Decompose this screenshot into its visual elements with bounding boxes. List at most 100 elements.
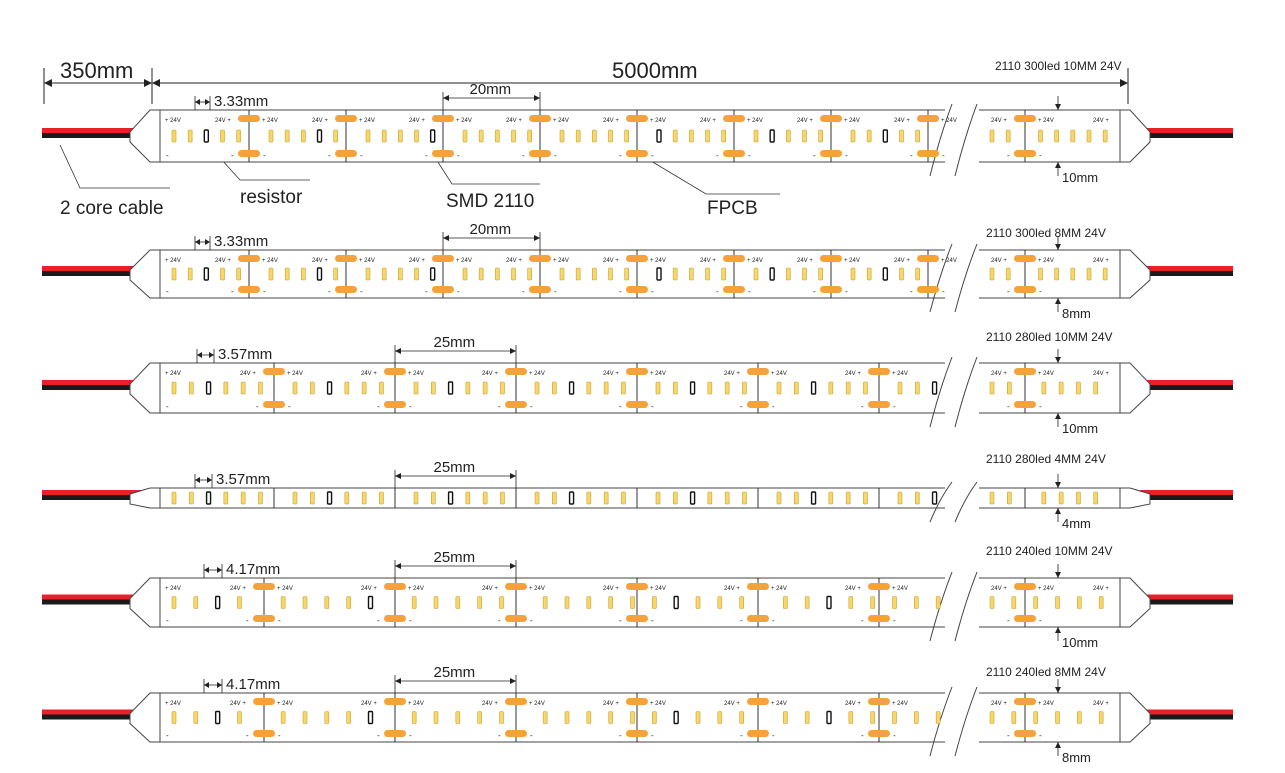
smd-led xyxy=(346,596,351,609)
solder-pad-minus xyxy=(238,286,260,293)
pad-label-right: + 24V xyxy=(771,701,787,707)
pad-label-right: + 24V xyxy=(650,701,666,707)
pitch-arrowhead-right xyxy=(205,239,210,245)
cable-black-right xyxy=(1140,599,1233,605)
pad-label-left: 24V + xyxy=(230,586,246,592)
pad-label-left: 24V + xyxy=(991,258,1007,264)
break-gap xyxy=(945,248,979,300)
minus-mark-right: - xyxy=(263,151,266,160)
pad-label-right: + 24V xyxy=(1038,701,1054,707)
smd-led xyxy=(1011,711,1017,724)
strip-1: 24V ++ 24V--24V ++ 24V--24V ++ 24V--24V … xyxy=(42,59,1233,185)
solder-pad-minus xyxy=(384,401,406,408)
solder-pad-plus xyxy=(820,255,842,262)
strip-body-end xyxy=(974,249,1121,299)
strip-width-label: 10mm xyxy=(1062,421,1098,436)
end-cap-left xyxy=(129,249,161,299)
minus-mark-left: - xyxy=(522,287,525,296)
cut-interval-label: 20mm xyxy=(470,221,512,238)
pad-label-right: + 24V xyxy=(408,586,424,592)
smd-led xyxy=(398,267,403,281)
end-voltage-label: 24V + xyxy=(1093,371,1109,377)
smd-led xyxy=(608,129,613,143)
resistor xyxy=(429,267,436,281)
pad-label-left: 24V + xyxy=(724,701,740,707)
smd-led xyxy=(802,267,807,281)
pad-label-right: + 24V xyxy=(941,258,957,264)
solder-pad-plus xyxy=(626,583,648,590)
smd-led xyxy=(365,129,371,143)
start-voltage-label: + 24V xyxy=(165,118,181,124)
smd-led xyxy=(237,711,242,724)
pad-label-left: 24V + xyxy=(409,258,425,264)
solder-pad-plus xyxy=(384,583,406,590)
minus-mark-right: - xyxy=(530,731,533,740)
start-voltage-label: + 24V xyxy=(165,371,181,377)
pad-label-left: 24V + xyxy=(991,371,1007,377)
smd-led xyxy=(989,491,995,505)
pad-label-right: + 24V xyxy=(277,701,293,707)
pad-label-right: + 24V xyxy=(844,118,860,124)
smd-led xyxy=(495,267,500,281)
minus-mark-right: - xyxy=(893,616,896,625)
cut-dim-arrowhead-right xyxy=(510,563,516,569)
solder-pad-plus xyxy=(747,583,769,590)
smd-led xyxy=(324,711,330,724)
solder-pad-minus xyxy=(1014,730,1036,737)
minus-mark-right: - xyxy=(651,151,654,160)
cable-black-right xyxy=(1140,271,1233,276)
width-arrowhead-bottom xyxy=(1055,413,1061,419)
strip-body-end xyxy=(974,577,1121,628)
end-cap-left xyxy=(129,109,161,163)
smd-led xyxy=(237,596,242,609)
pad-label-right: + 24V xyxy=(553,258,569,264)
smd-led xyxy=(309,381,315,395)
break-line-left xyxy=(929,243,953,313)
cable-black-right xyxy=(1140,385,1233,390)
smd-led xyxy=(1055,596,1060,609)
smd-led xyxy=(361,491,367,505)
pad-label-left: 24V + xyxy=(991,701,1007,707)
minus-mark-left: - xyxy=(498,731,501,740)
cable-red-left xyxy=(42,380,142,385)
smd-led xyxy=(346,711,351,724)
pad-label-left: 24V + xyxy=(603,371,619,377)
smd-led xyxy=(551,381,557,395)
smd-led xyxy=(236,267,241,281)
cut-dim-arrowhead-left xyxy=(395,348,401,354)
minus-mark-right: - xyxy=(409,731,412,740)
smd-led xyxy=(575,129,581,143)
pitch-label: 4.17mm xyxy=(226,561,280,578)
pad-label-left: 24V + xyxy=(361,701,377,707)
smd-led xyxy=(850,129,856,143)
start-minus-mark: - xyxy=(166,151,169,160)
solder-pad-plus xyxy=(1014,368,1036,375)
smd-led xyxy=(776,381,782,395)
cable-red-right xyxy=(1140,490,1233,495)
smd-led xyxy=(804,711,810,724)
smd-led xyxy=(870,596,875,609)
start-voltage-label: + 24V xyxy=(165,701,181,707)
minus-mark-left: - xyxy=(716,151,719,160)
smd-led xyxy=(897,491,903,505)
smd-led xyxy=(848,711,854,724)
smd-led xyxy=(411,596,417,609)
break-line-right xyxy=(954,481,978,523)
pad-label-left: 24V + xyxy=(845,701,861,707)
solder-pad-plus xyxy=(505,583,527,590)
break-gap xyxy=(945,108,979,164)
smd-led xyxy=(1098,711,1104,724)
pad-label-right: + 24V xyxy=(771,586,787,592)
minus-mark-right: - xyxy=(409,402,412,411)
solder-pad-plus xyxy=(238,115,260,122)
pad-label-left: 24V + xyxy=(361,371,377,377)
minus-mark-right: - xyxy=(748,151,751,160)
break-gap xyxy=(945,691,979,744)
pad-label-right: + 24V xyxy=(1038,258,1054,264)
pad-label-left: 24V + xyxy=(700,118,716,124)
minus-mark-right: - xyxy=(893,402,896,411)
minus-mark-right: - xyxy=(772,731,775,740)
smd-led xyxy=(268,129,274,143)
strip-6: 24V ++ 24V--24V ++ 24V--24V ++ 24V--24V … xyxy=(42,664,1233,765)
